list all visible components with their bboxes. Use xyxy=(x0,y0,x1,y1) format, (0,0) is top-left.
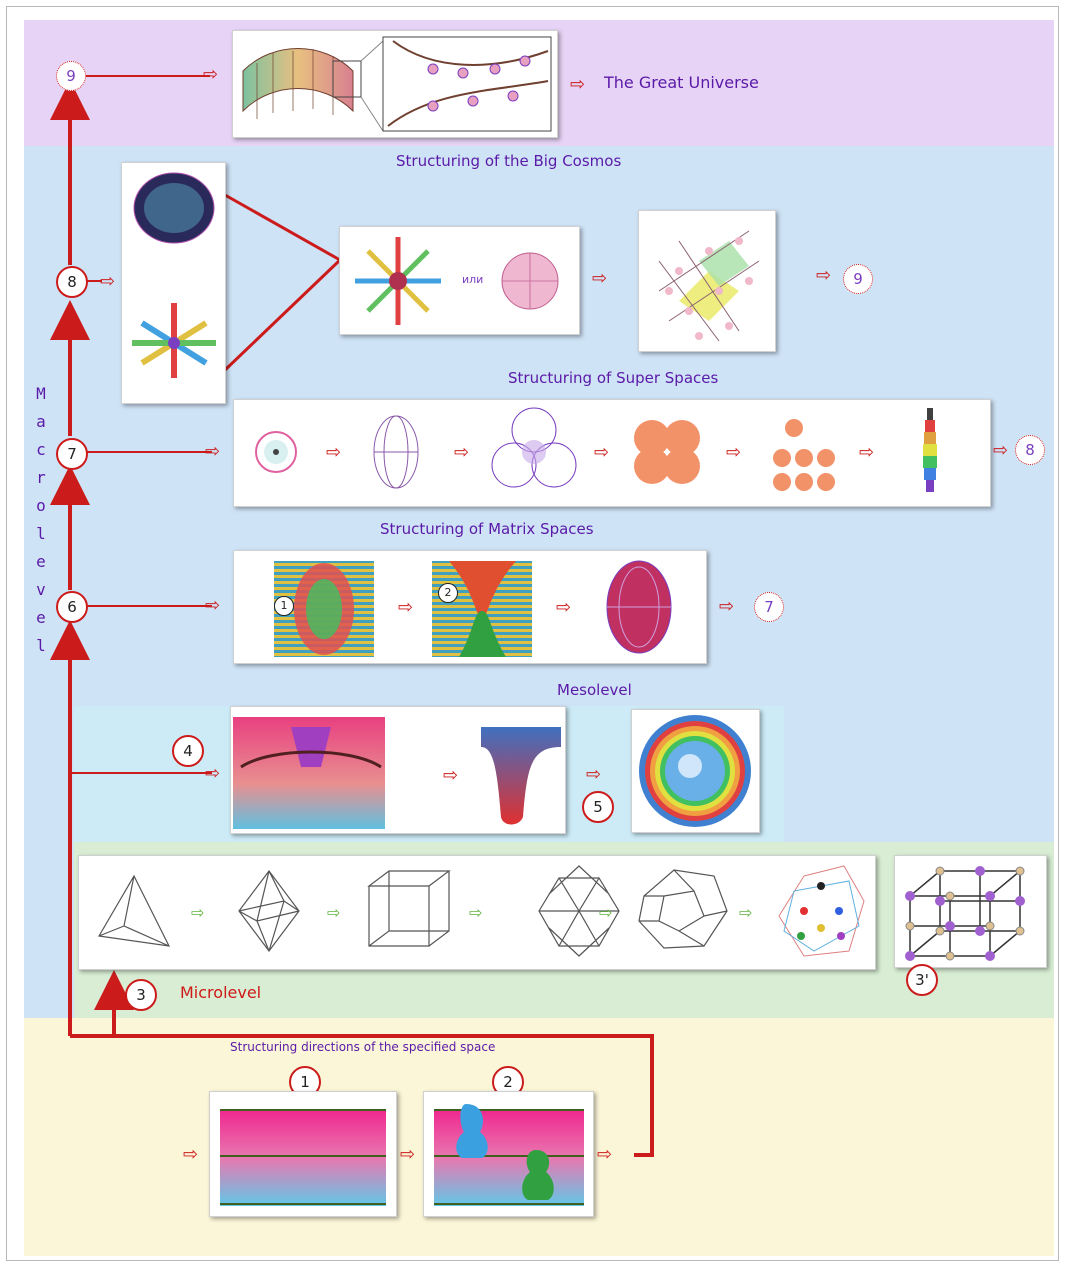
macrolevel-letter: e xyxy=(36,552,46,571)
macrolevel-letter: a xyxy=(36,412,46,431)
mesolevel-label: Mesolevel xyxy=(557,681,632,699)
svg-text:⇨: ⇨ xyxy=(327,903,340,922)
base-space-image-2 xyxy=(434,1104,584,1206)
great-universe-label: The Great Universe xyxy=(604,73,759,92)
cosmos-center-image xyxy=(355,237,559,325)
arrow-icon: ⇨ xyxy=(586,764,602,785)
cosmos-band-left2 xyxy=(24,842,74,1018)
crystal-lattice-image xyxy=(905,866,1025,961)
inset-marker-1: 1 xyxy=(274,596,294,616)
macrolevel-letter: r xyxy=(36,468,46,487)
svg-text:⇨: ⇨ xyxy=(443,765,458,786)
arrow-icon: ⇨ xyxy=(183,1144,199,1165)
arrow-icon: ⇨ xyxy=(203,64,219,85)
cosmos-lattice-panel xyxy=(638,210,776,352)
macrolevel-letter: e xyxy=(36,608,46,627)
node-3: 3 xyxy=(125,979,157,1011)
node-7-left: 7 xyxy=(56,438,88,470)
svg-text:⇨: ⇨ xyxy=(398,597,413,618)
macrolevel-letter: M xyxy=(36,384,46,403)
big-cosmos-label: Structuring of the Big Cosmos xyxy=(396,152,622,170)
super-spaces-sequence-image: ⇨ ⇨ ⇨ ⇨ ⇨ xyxy=(255,407,937,492)
super-spaces-label: Structuring of Super Spaces xyxy=(508,369,719,387)
microlevel-label: Microlevel xyxy=(180,983,262,1002)
directions-label: Structuring directions of the specified … xyxy=(230,1040,496,1054)
svg-text:⇨: ⇨ xyxy=(469,903,482,922)
mesolevel-panel: ⇨ xyxy=(230,706,566,834)
node-6-left: 6 xyxy=(56,591,88,623)
macrolevel-letter: l xyxy=(36,636,46,655)
node-9-top: 9 xyxy=(56,61,86,91)
cosmos-seed-panel xyxy=(121,162,226,404)
matrix-spaces-panel: ⇨ ⇨ 1 2 xyxy=(233,550,707,664)
node-4: 4 xyxy=(172,735,204,767)
arrow-icon: ⇨ xyxy=(592,268,608,289)
macrolevel-letter: o xyxy=(36,496,46,515)
arrow-icon: ⇨ xyxy=(400,1144,416,1165)
node-7-right: 7 xyxy=(754,592,784,622)
matrix-spaces-sequence-image: ⇨ ⇨ xyxy=(274,560,672,657)
svg-text:⇨: ⇨ xyxy=(726,442,741,463)
cosmos-lattice-image xyxy=(658,230,760,342)
macrolevel-letter: l xyxy=(36,524,46,543)
arrow-icon: ⇨ xyxy=(205,441,221,462)
cosmos-center-panel: или xyxy=(339,226,580,335)
node-5: 5 xyxy=(582,791,614,823)
node-8-right: 8 xyxy=(1015,435,1045,465)
macrolevel-letter: c xyxy=(36,440,46,459)
svg-text:⇨: ⇨ xyxy=(859,442,874,463)
or-word: или xyxy=(462,273,484,286)
svg-text:⇨: ⇨ xyxy=(191,903,204,922)
svg-text:⇨: ⇨ xyxy=(454,442,469,463)
arrow-icon: ⇨ xyxy=(205,763,221,784)
arrow-icon: ⇨ xyxy=(205,595,221,616)
svg-text:⇨: ⇨ xyxy=(326,442,341,463)
base-space-image-1 xyxy=(220,1109,386,1206)
arrow-icon: ⇨ xyxy=(993,440,1009,461)
polyhedra-panel: ⇨ ⇨ ⇨ ⇨ ⇨ xyxy=(78,855,876,970)
planet-panel xyxy=(631,709,760,833)
crystal-lattice-panel xyxy=(894,855,1047,968)
matrix-spaces-label: Structuring of Matrix Spaces xyxy=(380,520,594,538)
node-8-left: 8 xyxy=(56,266,88,298)
super-spaces-panel: ⇨ ⇨ ⇨ ⇨ ⇨ xyxy=(233,399,991,507)
arrow-icon: ⇨ xyxy=(570,74,586,95)
arrow-icon: ⇨ xyxy=(100,271,116,292)
mobius-lattice-image xyxy=(242,36,552,132)
svg-text:⇨: ⇨ xyxy=(739,903,752,922)
inset-marker-2: 2 xyxy=(438,583,458,603)
node-3-prime: 3' xyxy=(906,964,938,996)
node-9-right: 9 xyxy=(843,264,873,294)
cosmos-seed-image xyxy=(132,172,216,378)
arrow-icon: ⇨ xyxy=(597,1144,613,1165)
great-universe-panel xyxy=(232,30,558,138)
layered-planet-image xyxy=(639,715,751,827)
base-space-panel-2 xyxy=(423,1091,594,1217)
svg-text:⇨: ⇨ xyxy=(594,442,609,463)
arrow-icon: ⇨ xyxy=(816,265,832,286)
macrolevel-letter: v xyxy=(36,580,46,599)
polyhedra-sequence-image: ⇨ ⇨ ⇨ ⇨ ⇨ xyxy=(98,865,865,957)
svg-text:⇨: ⇨ xyxy=(599,903,612,922)
mesolevel-image: ⇨ xyxy=(233,717,561,829)
svg-text:⇨: ⇨ xyxy=(556,597,571,618)
base-space-panel-1 xyxy=(209,1091,397,1217)
cosmos-band-right xyxy=(784,706,1054,842)
cosmos-band-left xyxy=(24,706,74,842)
arrow-icon: ⇨ xyxy=(719,596,735,617)
